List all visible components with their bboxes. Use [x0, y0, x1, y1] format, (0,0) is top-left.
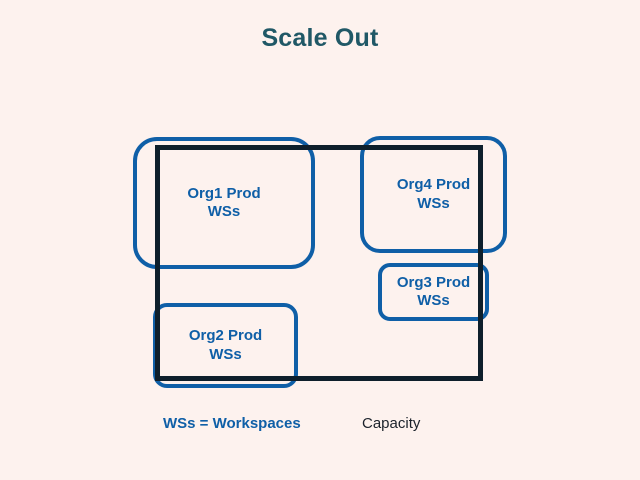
org1-label: Org1 Prod WSs	[187, 185, 260, 222]
org2-label-line1: Org2 Prod	[188, 327, 263, 345]
org3-label-line2: WSs	[417, 292, 450, 309]
org3-label-line1: Org3 Prod	[396, 273, 471, 291]
org4-box: Org4 Prod WSs	[360, 136, 507, 253]
org4-label: Org4 Prod WSs	[397, 176, 470, 213]
capacity-label: Capacity	[362, 415, 421, 432]
org1-box: Org1 Prod WSs	[133, 137, 315, 269]
org2-label-line2: WSs	[209, 345, 242, 363]
org3-box: Org3 Prod WSs	[378, 263, 489, 321]
org2-label: Org2 Prod WSs	[189, 327, 262, 364]
org4-label-line2: WSs	[417, 194, 450, 212]
org1-label-line1: Org1 Prod	[187, 184, 261, 202]
org1-label-line2: WSs	[207, 203, 241, 220]
capacity-rectangle	[155, 145, 483, 381]
org3-label: Org3 Prod WSs	[397, 274, 470, 311]
org4-label-line1: Org4 Prod	[396, 176, 471, 194]
workspaces-legend: WSs = Workspaces	[163, 415, 301, 432]
page-title: Scale Out	[261, 24, 379, 52]
